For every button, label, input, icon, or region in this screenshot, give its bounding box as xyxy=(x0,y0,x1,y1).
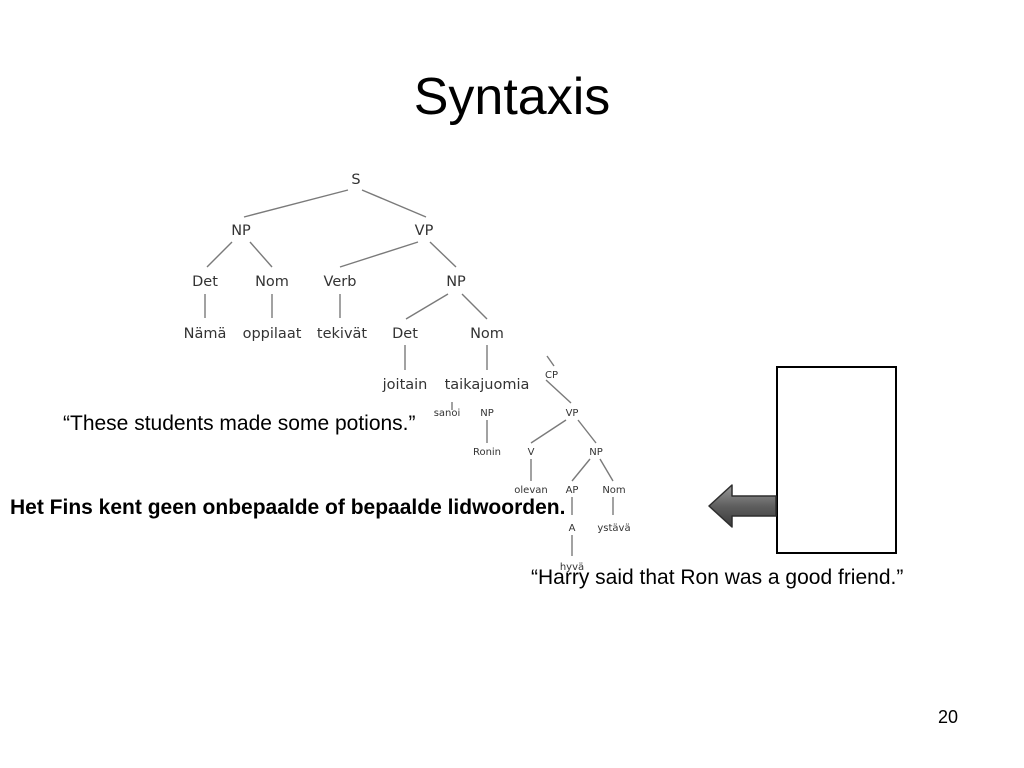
tree-1-node-s: S xyxy=(351,172,360,188)
tree-2-node-np: NP xyxy=(480,408,494,419)
tree-1-node-np: NP xyxy=(231,223,251,239)
empty-box xyxy=(776,366,897,554)
tree-1-branches xyxy=(204,189,488,370)
tree-2-node-ap: AP xyxy=(566,485,579,496)
page-number: 20 xyxy=(938,707,959,727)
left-arrow-icon xyxy=(708,484,777,528)
syntax-tree-1: S NP VP Det Nom Verb NP Nämä oppilaat te… xyxy=(184,172,530,393)
tree-1-node-det-object: Det xyxy=(392,326,418,342)
syntax-tree-2: CP sanoi NP VP Ronin V NP olevan AP Nom … xyxy=(434,355,631,573)
tree-1-leaf-oppilaat: oppilaat xyxy=(243,326,302,342)
tree-2-leaf-hyva: hyvä xyxy=(560,562,584,573)
tree-2-node-vp: VP xyxy=(566,408,579,419)
slide-title: Syntaxis xyxy=(413,68,611,126)
tree-1-leaf-taikajuomia: taikajuomia xyxy=(445,377,530,393)
tree-1-leaf-tekivat: tekivät xyxy=(317,326,367,342)
tree-2-node-v: V xyxy=(528,447,535,458)
tree-1-node-nom-object: Nom xyxy=(470,326,504,342)
tree-2-node-nom: Nom xyxy=(602,485,625,496)
tree-2-leaf-ystava: ystävä xyxy=(597,523,630,534)
tree-1-leaf-nama: Nämä xyxy=(184,326,227,342)
tree-1-node-np-object: NP xyxy=(446,274,466,290)
quote-translation-2: “Harry said that Ron was a good friend.” xyxy=(531,566,904,589)
tree-2-leaf-sanoi: sanoi xyxy=(434,408,461,419)
tree-1-node-vp: VP xyxy=(415,223,434,239)
tree-2-leaf-olevan: olevan xyxy=(514,485,547,496)
tree-1-node-det: Det xyxy=(192,274,218,290)
tree-1-node-verb: Verb xyxy=(324,274,357,290)
tree-2-branches xyxy=(451,355,614,556)
tree-1-leaf-joitain: joitain xyxy=(382,377,428,393)
tree-2-node-cp: CP xyxy=(545,370,558,381)
tree-2-leaf-ronin: Ronin xyxy=(473,447,501,458)
tree-2-node-np-object: NP xyxy=(589,447,603,458)
quote-translation-1: “These students made some potions.” xyxy=(63,412,416,435)
tree-2-node-a: A xyxy=(569,523,576,534)
tree-1-node-nom: Nom xyxy=(255,274,289,290)
statement-text: Het Fins kent geen onbepaalde of bepaald… xyxy=(10,496,566,519)
